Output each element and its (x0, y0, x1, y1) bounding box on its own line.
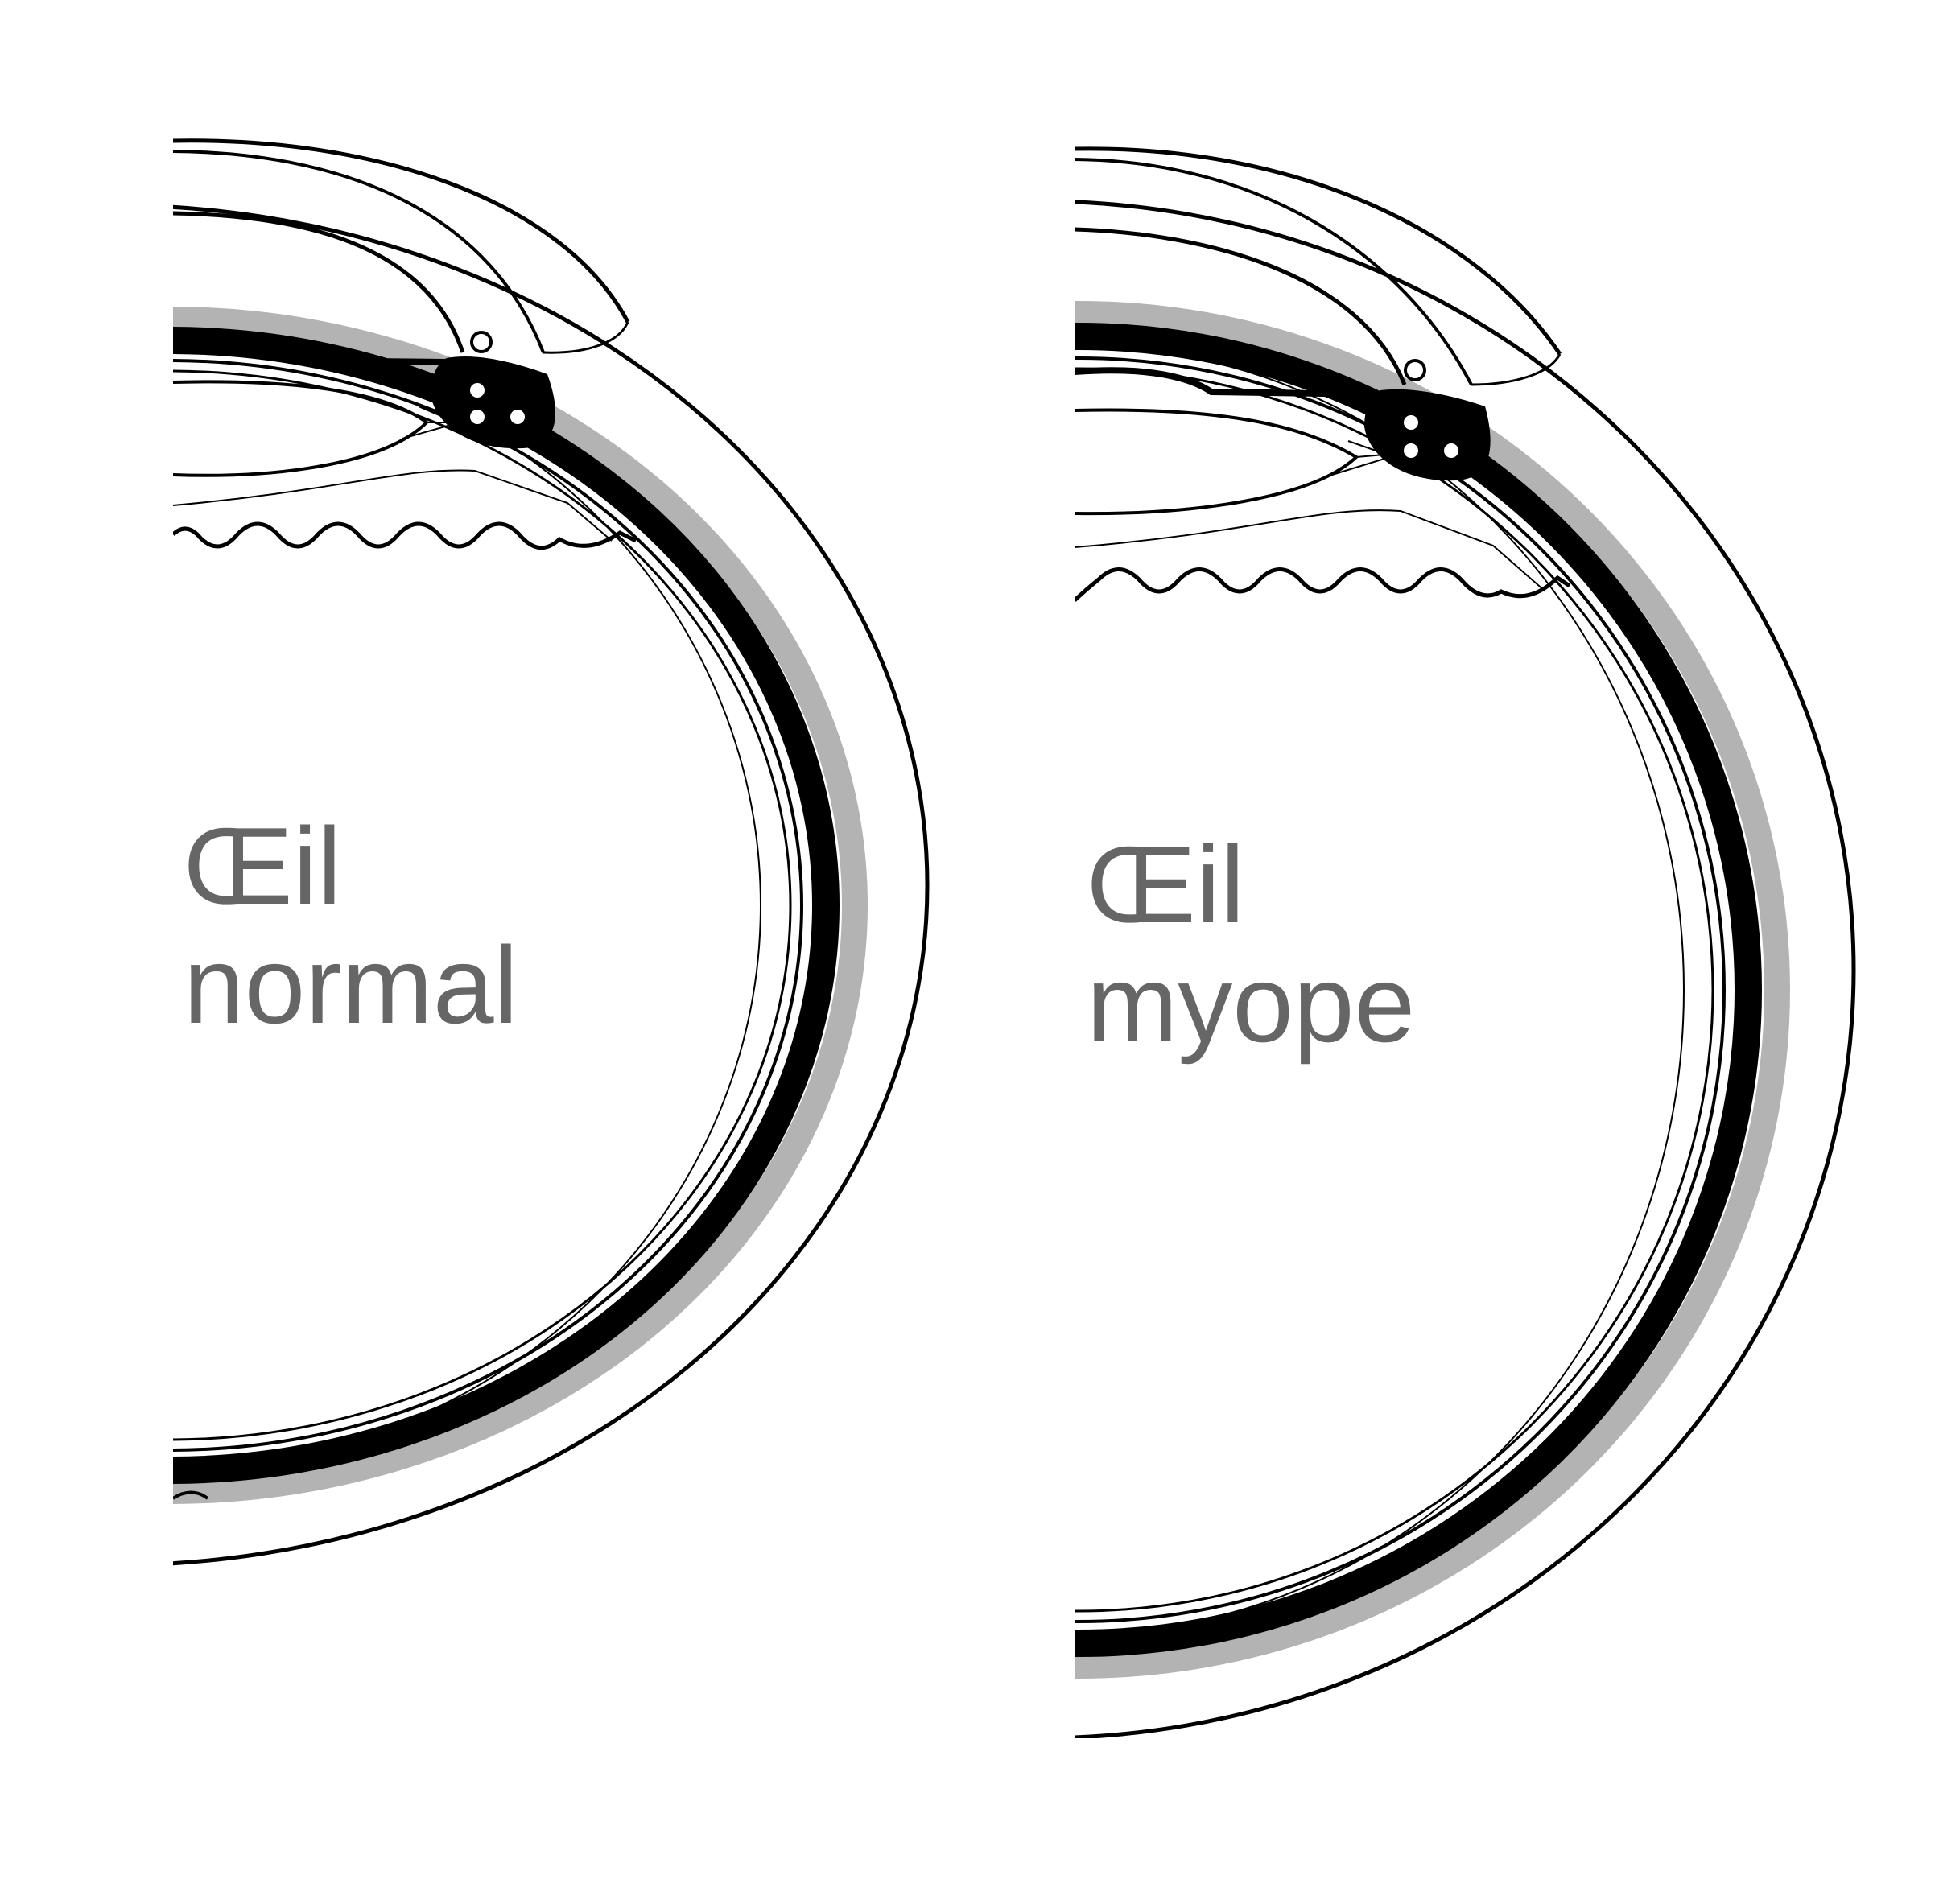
choroid-band (1075, 301, 1790, 1679)
ciliary-dot (470, 383, 485, 398)
ciliary-body (1364, 389, 1491, 481)
lens (1075, 408, 1359, 516)
label-line: Œil (1087, 823, 1245, 946)
cornea-outer (1075, 146, 1562, 356)
ora-serrata (1075, 567, 1571, 602)
inner-layer-2 (1075, 367, 1714, 1613)
cornea-inner (1075, 158, 1473, 385)
vitreous-membrane (173, 341, 761, 1469)
retina-pigment-band (173, 327, 840, 1484)
vitreous-membrane (1075, 345, 1685, 1634)
ciliary-dot (470, 410, 485, 424)
normal-eye-diagram (173, 138, 930, 1566)
choroid-band (173, 307, 868, 1504)
normal-eye-label: Œil normal (184, 806, 518, 1045)
iris (173, 337, 448, 365)
ora-serrata (173, 521, 637, 550)
iris-curve (173, 211, 465, 353)
iris (1075, 367, 1381, 398)
zonule-fibers (1331, 440, 1385, 476)
schlemm-canal (1404, 359, 1426, 381)
ciliary-dot (1404, 443, 1418, 458)
sclera-outer (173, 204, 930, 1566)
inner-layer-1 (173, 359, 803, 1452)
inner-layer-1 (1075, 356, 1726, 1623)
optic-notch (173, 1490, 209, 1500)
label-line: Œil (184, 805, 342, 927)
cornea-outer (173, 138, 630, 324)
optic-notch (1075, 1632, 1111, 1642)
cornea-inner (173, 150, 545, 353)
label-line: myope (1087, 942, 1416, 1065)
label-line: normal (184, 924, 518, 1046)
zonule-fibers (402, 406, 452, 439)
myopic-eye-label: Œil myope (1087, 825, 1415, 1063)
myopic-eye-diagram (1075, 146, 1856, 1738)
hyaloid-line (1075, 509, 1546, 592)
ciliary-dot (1404, 415, 1418, 430)
limbus-line (543, 321, 629, 354)
hyaloid-line (173, 469, 613, 542)
inner-layer-2 (173, 369, 792, 1441)
schlemm-canal (470, 331, 493, 353)
ciliary-dot (510, 410, 525, 424)
limbus-line (1471, 353, 1562, 386)
sclera-outer (1075, 200, 1856, 1738)
ciliary-dot (1444, 443, 1458, 458)
retina-pigment-band (1075, 323, 1762, 1657)
ciliary-body (431, 356, 555, 449)
iris-curve (1075, 227, 1407, 385)
